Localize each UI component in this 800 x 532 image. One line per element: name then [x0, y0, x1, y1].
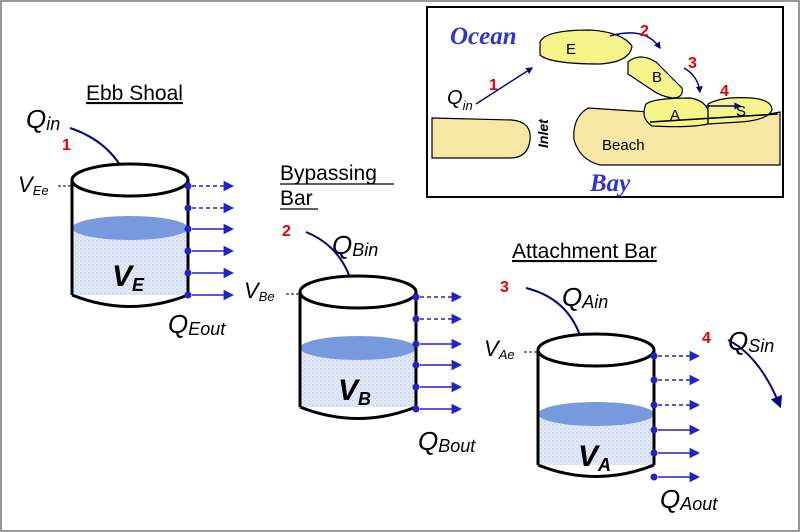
ebb-outflow-dot	[184, 291, 192, 299]
ebb-outflow-dot	[184, 204, 192, 212]
inset-bar-b-label: B	[652, 69, 662, 86]
attach-volume-label: VA	[578, 440, 611, 475]
inset-bar-s-label: S	[736, 103, 746, 120]
inset-qin-label: Qin	[447, 87, 473, 113]
inset-beach-label: Beach	[602, 137, 645, 154]
inset-step-1: 1	[489, 77, 498, 94]
ebb-vlevel-label: VEe	[18, 172, 49, 198]
bypass-outflow-dot	[412, 315, 420, 323]
ebb-shoal-title: Ebb Shoal	[86, 82, 183, 105]
attach-water-surface	[538, 402, 654, 426]
inset-step-2: 2	[640, 23, 649, 40]
attach-outflow-dot	[650, 473, 658, 481]
spit-group: 4 QSin	[702, 326, 783, 409]
spit-step-number: 4	[702, 330, 711, 347]
bypassing-bar-group: Bypassing Bar 2 QBin VBe VB QBout	[244, 162, 476, 456]
inset-ocean-label: Ocean	[450, 23, 517, 50]
inset-arrow-2	[609, 32, 661, 50]
bypass-outflow-arrows	[412, 291, 463, 415]
inset-bar-a-label: A	[670, 107, 680, 124]
attach-tank-top	[536, 332, 656, 368]
attach-outflow-dot	[650, 426, 658, 434]
attachment-bar-group: Attachment Bar 3 QAin VAe VA QAout	[484, 240, 718, 514]
ebb-qout-label: QEout	[168, 309, 226, 339]
ebb-tank-top	[70, 162, 190, 198]
inset-map: Ocean Bay Inlet Beach Qin E B A S 1 2 3 …	[426, 6, 784, 198]
ebb-water-surface	[72, 216, 188, 240]
inset-bar-e-label: E	[566, 41, 576, 58]
attach-outflow-arrows	[650, 350, 701, 483]
inset-arrow-3	[683, 67, 703, 94]
inset-arrow-1	[475, 67, 534, 105]
bypass-outflow-dot	[412, 340, 420, 348]
bypass-tank-top	[298, 274, 418, 310]
spit-inflow-arrow	[727, 339, 783, 409]
beach-edge-line	[649, 113, 779, 123]
bypass-outflow-dot	[412, 383, 420, 391]
attach-vlevel-label: VAe	[484, 336, 515, 362]
attach-outflow-dot	[650, 376, 658, 384]
bypass-title-line2: Bar	[280, 187, 313, 210]
ebb-shoal-group: Ebb Shoal Qin 1 VEe VE QEout	[18, 82, 235, 339]
bypass-qin-label: QBin	[332, 230, 378, 260]
bar-e-shape	[539, 29, 633, 65]
bypass-step-number: 2	[282, 223, 291, 240]
inset-step-3: 3	[688, 55, 697, 72]
ebb-outflow-dot	[184, 269, 192, 277]
ebb-outflow-arrows	[184, 180, 235, 301]
attach-outflow-dot	[650, 449, 658, 457]
inlet-left-land	[431, 117, 531, 159]
ebb-outflow-dot	[184, 225, 192, 233]
bypass-vlevel-label: VBe	[244, 278, 275, 304]
ebb-outflow-dot	[184, 247, 192, 255]
attach-outflow-dot	[650, 401, 658, 409]
inset-step-4: 4	[720, 83, 729, 100]
attach-step-number: 3	[500, 279, 509, 296]
ebb-volume-label: VE	[112, 260, 145, 295]
ebb-step-number: 1	[62, 137, 71, 154]
inset-inlet-label: Inlet	[535, 118, 551, 148]
attach-qout-label: QAout	[660, 484, 718, 514]
bypass-outflow-dot	[412, 405, 420, 413]
attach-outflow-dot	[650, 352, 658, 360]
attach-qin-label: QAin	[562, 282, 608, 312]
spit-qin-label: QSin	[728, 326, 774, 356]
bypass-volume-label: VB	[338, 374, 371, 409]
bypass-outflow-dot	[412, 293, 420, 301]
bypass-title-line1: Bypassing	[280, 162, 377, 185]
ebb-qin-label: Qin	[26, 104, 60, 134]
bypass-water-surface	[300, 336, 416, 360]
attach-tank-bottom	[537, 463, 655, 478]
attach-title: Attachment Bar	[512, 240, 657, 263]
ebb-outflow-dot	[184, 182, 192, 190]
bar-b-shape	[627, 56, 683, 99]
bypass-tank-bottom	[299, 405, 417, 420]
ebb-tank-bottom	[71, 293, 189, 308]
inset-bay-label: Bay	[589, 170, 631, 197]
bypass-outflow-dot	[412, 361, 420, 369]
bypass-qout-label: QBout	[418, 426, 476, 456]
